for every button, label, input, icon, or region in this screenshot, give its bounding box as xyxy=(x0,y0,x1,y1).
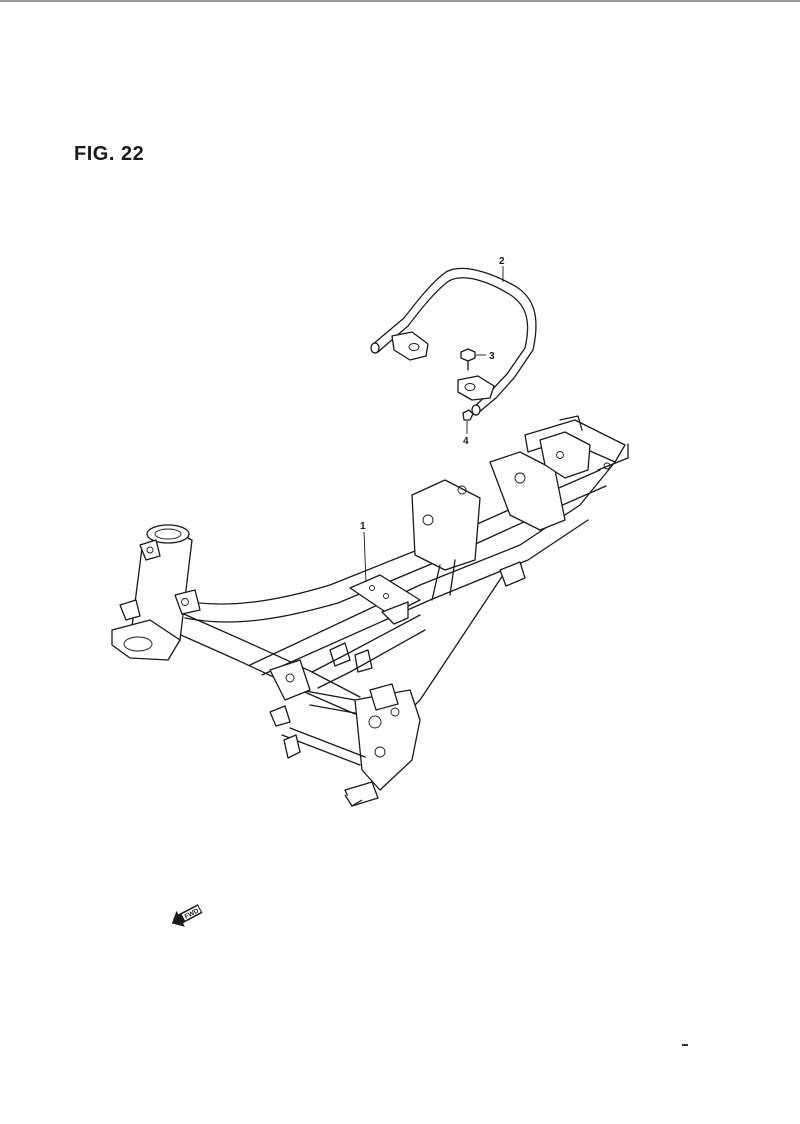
grab-rail xyxy=(370,266,537,416)
page-corner-mark xyxy=(682,1044,688,1046)
forward-arrow-icon: FWD xyxy=(171,904,203,927)
callout-3: 3 xyxy=(489,351,495,362)
top-border xyxy=(0,0,800,2)
bolt-part xyxy=(460,348,486,371)
figure-title: FIG. 22 xyxy=(74,143,145,165)
frame xyxy=(111,415,629,807)
callout-4: 4 xyxy=(463,436,469,447)
washer-part xyxy=(462,409,474,434)
callout-2: 2 xyxy=(499,256,505,267)
callout-1: 1 xyxy=(360,521,366,532)
